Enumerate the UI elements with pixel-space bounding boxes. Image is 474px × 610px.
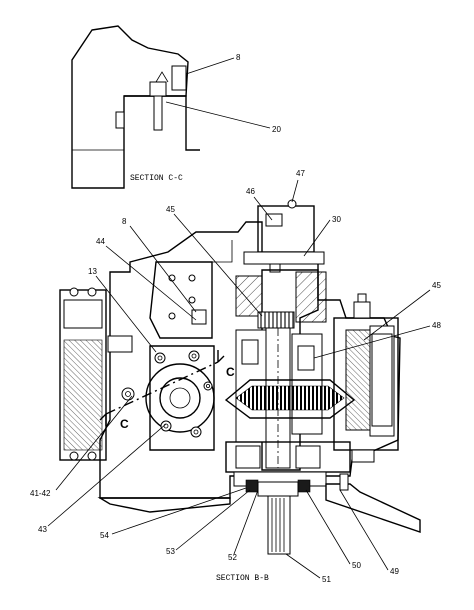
cut-arrow-right [217, 350, 225, 363]
callout-48: 48 [432, 321, 441, 330]
leader-46 [253, 196, 273, 221]
leader-8-cc [185, 57, 235, 75]
cap-plug [269, 263, 281, 273]
callout-50: 50 [352, 561, 361, 570]
callout-54: 54 [100, 531, 109, 540]
bearing-rollers [258, 312, 294, 328]
left-bracket [107, 335, 133, 353]
seal-53 [245, 479, 259, 493]
right-port-section [295, 271, 327, 323]
cut-mark-c-right: C [226, 365, 235, 379]
callout-45-right: 45 [432, 281, 441, 290]
base-plate-49 [325, 483, 421, 533]
leader-45-right [363, 289, 431, 341]
callout-51: 51 [322, 575, 331, 584]
flange-bearing-left [235, 445, 261, 469]
end-cover-bolts [121, 350, 213, 438]
bolt-icon [353, 301, 371, 319]
callout-8: 8 [122, 217, 127, 226]
adjuster-thread [371, 333, 393, 427]
retainer-52 [257, 481, 299, 497]
left-housing-ribs [63, 339, 103, 451]
compensator-spring [345, 329, 371, 431]
callout-8-cc: 8 [236, 53, 241, 62]
callout-13: 13 [88, 267, 97, 276]
passage-arrow [155, 71, 169, 83]
leader-13 [95, 275, 157, 353]
pin-cc [115, 111, 125, 129]
left-housing-bolts [69, 287, 97, 461]
leader-44 [105, 245, 197, 321]
spline-lines [271, 498, 285, 552]
base-plate-left [97, 497, 231, 513]
callout-43: 43 [38, 525, 47, 534]
callout-52: 52 [228, 553, 237, 562]
callout-44: 44 [96, 237, 105, 246]
leader-48 [313, 325, 431, 359]
leader-20-cc [165, 101, 271, 129]
leader-49 [339, 489, 389, 571]
upper-plate [149, 261, 213, 339]
callout-20-cc: 20 [272, 125, 281, 134]
leader-50 [305, 489, 351, 565]
shaft-bore [159, 377, 201, 419]
leader-45-left [173, 213, 263, 317]
leader-54 [111, 487, 247, 535]
left-housing [59, 289, 107, 461]
leader-51 [285, 553, 321, 579]
cut-mark-c-left: C [120, 417, 129, 431]
housing-section-cc [71, 25, 189, 189]
section-bb-title: SECTION B-B [216, 574, 269, 583]
section-cc-view: 8 20 SECTION C-C [71, 25, 281, 189]
compensator-base [351, 449, 375, 463]
output-shaft-51 [267, 495, 291, 555]
callout-46: 46 [246, 187, 255, 196]
left-port-section [235, 275, 263, 317]
leader-8 [129, 225, 197, 313]
plug-8-cc [171, 65, 187, 91]
passage-cc [149, 81, 167, 97]
upper-plate-bolts [168, 274, 196, 320]
cut-arrow-left [99, 413, 107, 426]
cap-bolt [287, 199, 297, 209]
end-cover-boss [145, 363, 215, 433]
leader-41-42 [55, 395, 133, 491]
callout-30: 30 [332, 215, 341, 224]
piston-48 [297, 345, 315, 371]
shaft-center [169, 387, 191, 409]
section-cc-title: SECTION C-C [130, 174, 183, 183]
callout-47: 47 [296, 169, 305, 178]
flange-bearing-right [295, 445, 321, 469]
section-bb-view: C C [30, 169, 441, 584]
bolt-head [357, 293, 367, 303]
callout-45-left: 45 [166, 205, 175, 214]
callout-49: 49 [390, 567, 399, 576]
dowel-20 [153, 95, 163, 131]
gear-icon [235, 385, 345, 411]
callout-53: 53 [166, 547, 175, 556]
base-stud [339, 473, 349, 491]
plug-8 [191, 309, 207, 325]
leader-53 [175, 489, 251, 551]
upper-plate-edge [212, 240, 233, 263]
seal-50 [297, 479, 311, 493]
leader-30 [303, 219, 331, 257]
piston-left [241, 339, 259, 365]
cap-flange [243, 251, 325, 265]
leader-43 [47, 423, 167, 527]
callout-41-42: 41-42 [30, 489, 51, 498]
leader-47 [291, 179, 299, 203]
leader-52 [233, 489, 259, 555]
left-cover-plate [63, 299, 103, 329]
